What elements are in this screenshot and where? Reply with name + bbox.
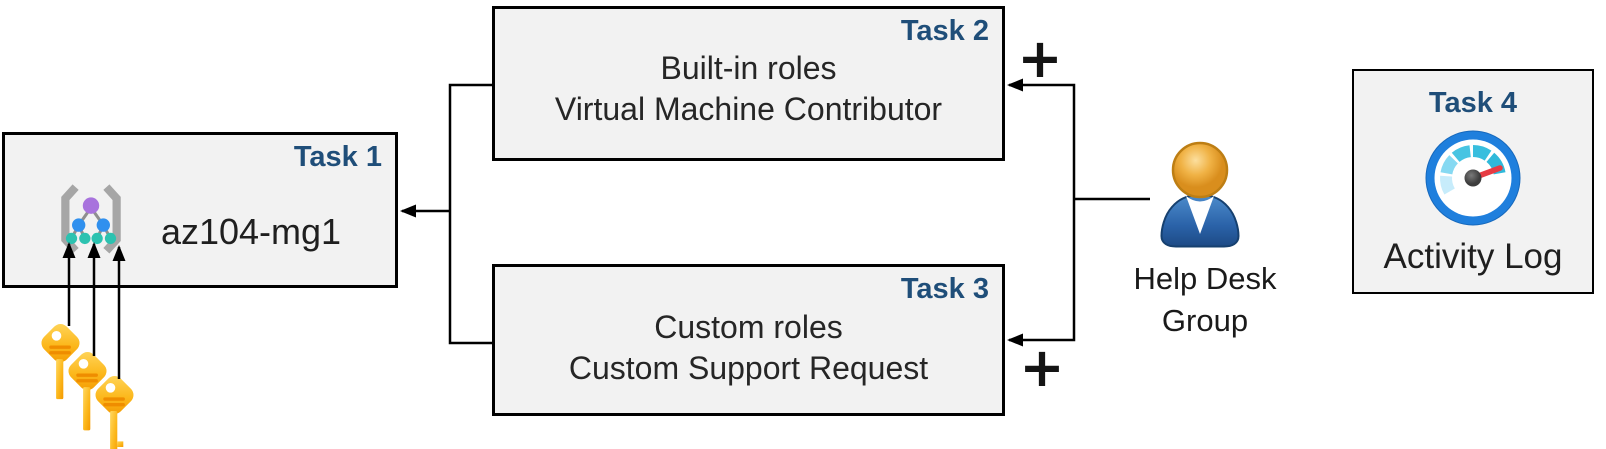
task4-box: Task 4 Activity Log — [1352, 69, 1594, 294]
person-icon — [1150, 140, 1250, 258]
task1-box: Task 1 az104-mg1 — [2, 132, 398, 288]
task3-box: Task 3 Custom roles Custom Support Reque… — [492, 264, 1005, 416]
task3-line2: Custom Support Request — [568, 350, 929, 386]
plus-sign-top: + — [1017, 26, 1063, 90]
task2-label: Task 2 — [900, 15, 989, 47]
task2-box: Task 2 Built-in roles Virtual Machine Co… — [492, 6, 1005, 161]
key-icon — [95, 376, 134, 449]
plus-sign-bottom: + — [1019, 335, 1065, 399]
task1-title: az104-mg1 — [160, 211, 342, 252]
task2-line2: Virtual Machine Contributor — [554, 90, 943, 127]
help-desk-group-label: Help Desk Group — [1133, 261, 1277, 338]
management-group-icon — [61, 184, 121, 254]
task3-line1: Custom roles — [654, 309, 843, 345]
key-icon — [41, 324, 80, 400]
arrow-to-task3 — [1007, 199, 1076, 347]
task2-text: Built-in roles Virtual Machine Contribut… — [498, 9, 999, 158]
left-elbow-connector — [448, 83, 492, 345]
task2-line1: Built-in roles — [660, 49, 837, 86]
task3-text: Custom roles Custom Support Request — [498, 267, 999, 413]
task1-label: Task 1 — [293, 141, 382, 173]
task3-label: Task 3 — [900, 273, 989, 305]
activity-log-gauge-icon — [1423, 128, 1523, 233]
arrow-to-task2 — [1007, 78, 1076, 199]
task4-label: Task 4 — [1428, 87, 1518, 119]
key-icon — [68, 352, 107, 431]
task4-caption: Activity Log — [1383, 237, 1563, 276]
